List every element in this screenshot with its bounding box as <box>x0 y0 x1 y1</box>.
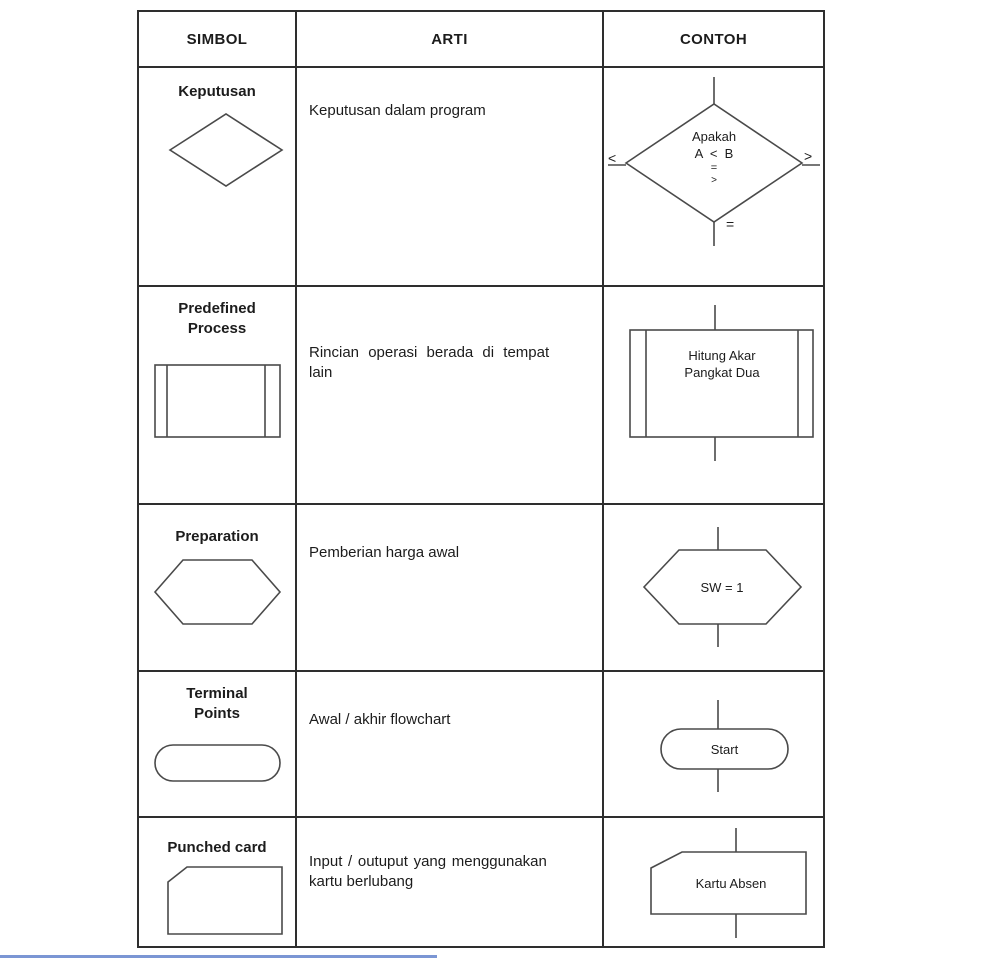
symbol-name: Punched card <box>167 839 267 856</box>
cell-simbol-preparation: Preparation <box>139 505 295 670</box>
cell-contoh-terminal: Start <box>604 672 823 816</box>
decision-line-4: > <box>711 175 717 186</box>
flowchart-symbol-table: SIMBOL ARTI CONTOH Keputusan Keputusan d… <box>137 10 825 948</box>
cell-simbol-terminal: Terminal Points <box>139 672 295 816</box>
bottom-branch-label: = <box>726 216 735 232</box>
cell-arti-keputusan: Keputusan dalam program <box>297 68 602 285</box>
cell-contoh-keputusan: Apakah A < B = > < > = <box>604 68 823 285</box>
punched-card-example-text: Kartu Absen <box>666 875 796 892</box>
preparation-example-diagram <box>642 527 803 647</box>
terminal-example-text: Start <box>661 741 788 758</box>
symbol-name-line-1: Terminal <box>186 685 248 702</box>
header-arti-label: ARTI <box>431 30 468 48</box>
header-contoh: CONTOH <box>604 12 823 66</box>
preparation-text-line-1: SW = 1 <box>700 580 744 595</box>
cell-contoh-punched-card: Kartu Absen <box>604 818 823 946</box>
predefined-example-diagram <box>629 305 814 461</box>
meaning-line-2: lain <box>309 364 333 381</box>
decision-inside-text: Apakah A < B = > <box>644 128 784 187</box>
left-branch-label: < <box>608 150 617 166</box>
meaning-line-1: Input / outuput yang menggunakan <box>309 853 547 870</box>
preparation-hexagon-icon <box>153 559 282 625</box>
predefined-example-text: Hitung Akar Pangkat Dua <box>646 347 798 381</box>
meaning-line-2: kartu berlubang <box>309 873 414 890</box>
bottom-accent-line <box>0 955 437 958</box>
cell-simbol-punched-card: Punched card <box>139 818 295 946</box>
cell-simbol-keputusan: Keputusan <box>139 68 295 285</box>
header-contoh-label: CONTOH <box>679 30 748 48</box>
decision-line-1: Apakah <box>691 129 737 144</box>
symbol-name: Preparation <box>175 528 259 545</box>
meaning-text: Awal / akhir flowchart <box>309 711 451 728</box>
predefined-text-line-1: Hitung Akar <box>688 348 756 363</box>
decision-diamond-icon <box>168 113 284 187</box>
header-simbol: SIMBOL <box>139 12 295 66</box>
cell-arti-punched-card: Input / outuput yang menggunakan kartu b… <box>297 818 602 946</box>
decision-line-3: = <box>710 162 718 174</box>
right-branch-label: > <box>804 148 813 164</box>
preparation-example-text: SW = 1 <box>664 579 780 596</box>
meaning-text: Keputusan dalam program <box>309 102 486 119</box>
meaning-line-1: Rincian operasi berada di tempat <box>309 344 550 361</box>
punched-card-text-line-1: Kartu Absen <box>695 876 767 891</box>
header-simbol-label: SIMBOL <box>186 30 248 48</box>
cell-simbol-predefined: Predefined Process <box>139 287 295 503</box>
symbol-name-line-2: Points <box>194 705 240 722</box>
cell-arti-predefined: Rincian operasi berada di tempat lain <box>297 287 602 503</box>
cell-arti-terminal: Awal / akhir flowchart <box>297 672 602 816</box>
decision-example-diagram <box>608 77 820 246</box>
decision-line-2: A < B <box>694 146 734 161</box>
terminal-rounded-icon <box>154 744 281 782</box>
symbol-name-line-1: Predefined <box>178 300 256 317</box>
cell-contoh-preparation: SW = 1 <box>604 505 823 670</box>
predefined-process-icon <box>154 364 281 438</box>
header-arti: ARTI <box>297 12 602 66</box>
symbol-name-line-2: Process <box>187 320 247 337</box>
terminal-example-diagram <box>660 700 789 792</box>
predefined-text-line-2: Pangkat Dua <box>684 365 760 380</box>
punched-card-example-diagram <box>650 828 807 938</box>
terminal-text-line-1: Start <box>710 742 739 757</box>
symbol-name: Keputusan <box>178 83 256 100</box>
cell-contoh-predefined: Hitung Akar Pangkat Dua <box>604 287 823 503</box>
punched-card-icon <box>167 866 283 935</box>
cell-arti-preparation: Pemberian harga awal <box>297 505 602 670</box>
meaning-text: Pemberian harga awal <box>309 544 460 561</box>
